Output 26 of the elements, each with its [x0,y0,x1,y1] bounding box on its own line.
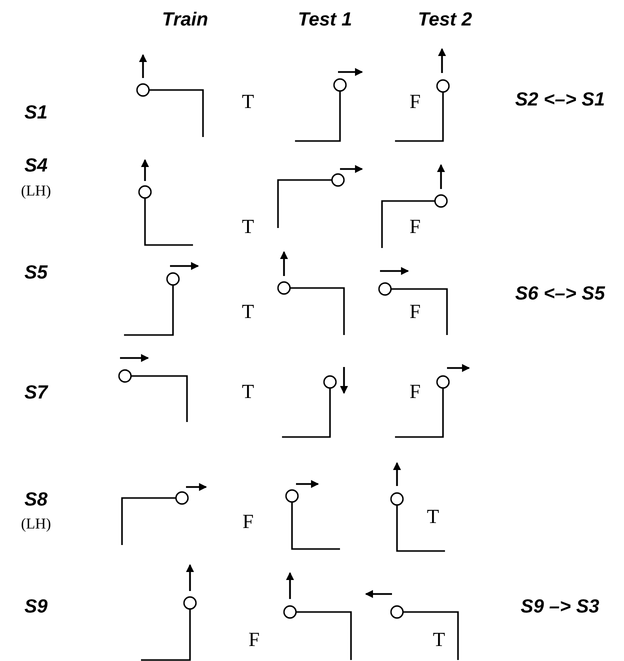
row-label: S4 [24,156,48,176]
outcome-letter: T [426,507,440,527]
outcome-letter: F [409,92,421,112]
outcome-letter: F [409,382,421,402]
outcome-letter: T [242,217,254,237]
outcome-letter: F [409,217,421,237]
outcome-letter: T [432,630,446,650]
relation-label: S2 <–> S1 [515,90,605,110]
outcome-letter: F [242,512,254,532]
hand-note: (LH) [21,518,51,532]
row-label: S8 [24,490,48,510]
relation-label: S9 –> S3 [520,598,600,616]
column-header: Test 1 [298,10,352,30]
outcome-letter: T [242,92,254,112]
column-header: Train [162,10,208,30]
outcome-letter: T [242,302,254,322]
row-label: S1 [24,104,48,122]
outcome-letter: F [409,302,421,322]
row-label: S7 [24,384,48,402]
row-label: S5 [24,264,48,282]
hand-note: (LH) [21,184,51,200]
relation-label: S6 <–> S5 [515,284,605,304]
row-label: S9 [24,598,48,616]
outcome-letter: F [248,630,260,650]
outcome-letter: T [242,382,254,402]
column-header: Test 2 [418,10,472,30]
